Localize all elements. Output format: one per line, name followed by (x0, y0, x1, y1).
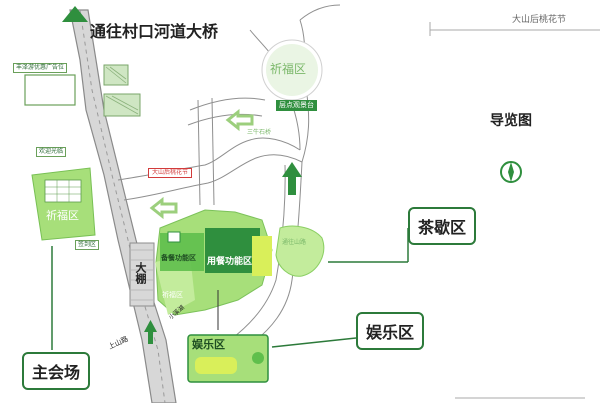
entertainment-callout: 娱乐区 (356, 312, 425, 350)
road-label: 通往村口河道大桥 (90, 22, 219, 41)
arrow-up-icon (62, 6, 88, 22)
path-right-label: 通往山路 (282, 239, 307, 246)
arrow-up-icon (282, 162, 302, 195)
tea-break-callout: 茶歇区 (408, 207, 477, 245)
dining-zone-label: 用餐功能区 (207, 257, 253, 267)
shop-sign-label: 大山后桃花节 (148, 168, 193, 178)
guide-map-title: 导览图 (490, 113, 532, 129)
compass-icon (500, 161, 522, 183)
event-title: 大山后桃花节 (512, 15, 567, 25)
catering-service-zone (160, 233, 204, 271)
building-block-1 (24, 74, 76, 106)
entertainment-zone-label: 娱乐区 (192, 338, 225, 351)
main-venue-zone (31, 167, 96, 241)
arrow-left-icon (149, 108, 254, 220)
tea-break-zone (275, 225, 325, 277)
main-venue-callout: 主会场 (22, 352, 91, 390)
catering-service-label: 备餐功能区 (161, 254, 196, 262)
blessing-sub-label: 祈福区 (162, 291, 183, 299)
bridge-area-label: 三牛石桥 (247, 129, 272, 136)
welcome-label: 欢迎光临 (36, 147, 67, 157)
sponsor-ad-label: 丰泽游优惠广告位 (13, 63, 68, 73)
main-venue-zone-label: 祈福区 (46, 209, 79, 222)
tent-label: 大棚 (134, 262, 147, 284)
check-in-label: 签到区 (75, 240, 100, 250)
arrow-up-icon (144, 320, 157, 344)
prayer-zone-label: 祈福区 (270, 62, 307, 76)
dining-zone (205, 228, 260, 273)
tent-zone (129, 242, 155, 307)
prayer-viewing-platform-label: 层点观景台 (276, 100, 317, 111)
